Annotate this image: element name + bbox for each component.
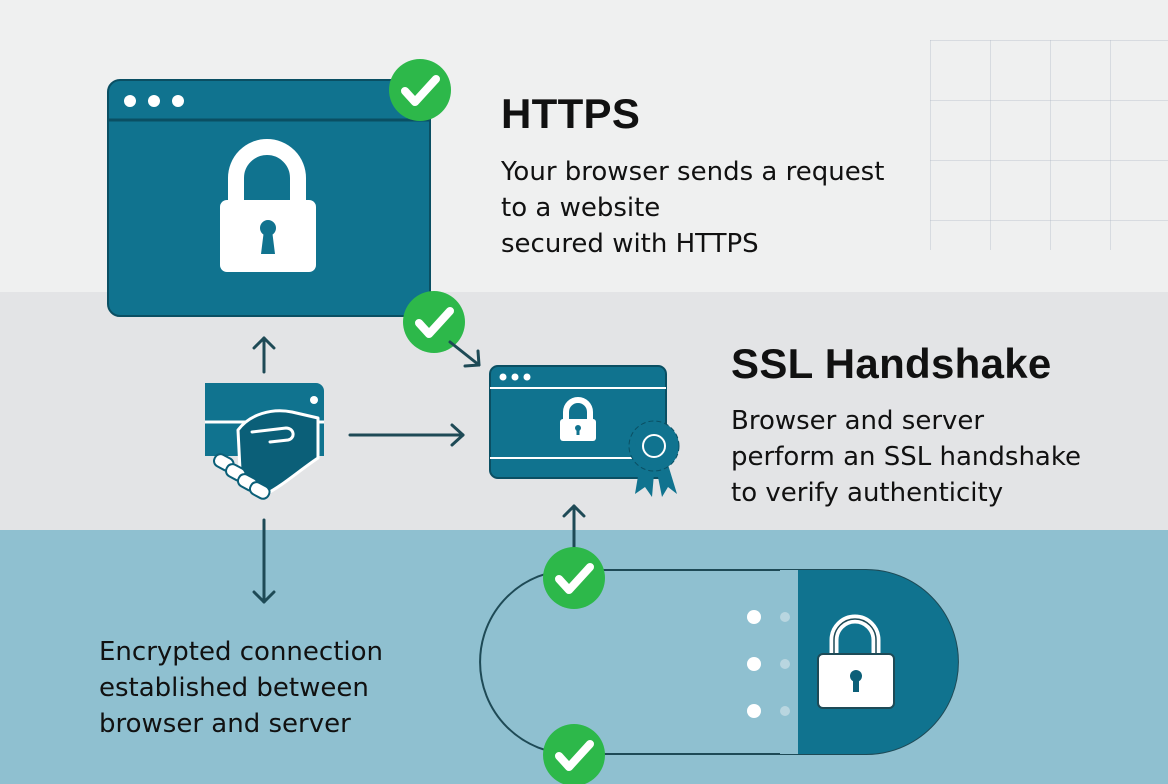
encrypted-connection-line: Encrypted connection (99, 637, 383, 667)
encrypted-tunnel (479, 569, 959, 755)
arrow-icon (562, 504, 586, 550)
checkmark-icon (543, 547, 605, 609)
ssl-handshake-description-line: perform an SSL handshake (731, 442, 1081, 472)
arrow-icon (448, 340, 481, 368)
https-description: Your browser sends a request to a websit… (501, 154, 884, 262)
encrypted-connection-line: established between (99, 673, 369, 703)
https-title: HTTPS (501, 90, 641, 137)
checkmark-icon (389, 59, 451, 121)
certificate-badge-icon (628, 420, 680, 497)
encrypted-connection-line: browser and server (99, 709, 351, 739)
ssl-handshake-description: Browser and server perform an SSL handsh… (731, 403, 1081, 511)
background-grid (930, 40, 1168, 250)
encrypted-connection-description: Encrypted connection established between… (99, 634, 383, 742)
https-description-line: Your browser sends a request (501, 157, 885, 187)
https-description-line: secured with HTTPS (501, 229, 759, 259)
https-description-line: to a website (501, 193, 661, 223)
padlock-icon (560, 397, 596, 441)
checkmark-icon (403, 291, 465, 353)
arrow-icon (348, 423, 465, 447)
ssl-handshake-title: SSL Handshake (731, 340, 1052, 387)
arrow-icon (252, 518, 276, 604)
browser-window-icon (107, 79, 431, 317)
checkmark-icon (543, 724, 605, 784)
ssl-handshake-description-line: to verify authenticity (731, 478, 1004, 508)
arrow-icon (252, 336, 276, 374)
padlock-icon (817, 614, 895, 709)
padlock-icon (220, 139, 316, 272)
handshake-icon (205, 383, 324, 500)
ssl-handshake-description-line: Browser and server (731, 406, 985, 436)
